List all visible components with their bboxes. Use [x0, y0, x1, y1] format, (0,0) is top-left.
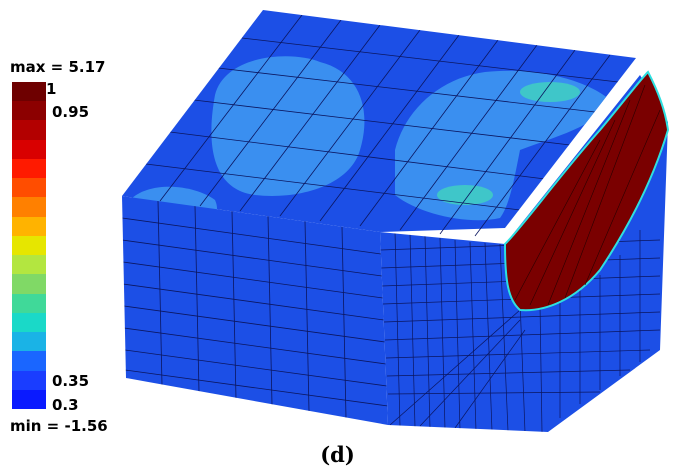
stress-zone-light-2 [395, 70, 610, 221]
colorbar-step [12, 389, 46, 409]
stress-peak-cyan [520, 82, 580, 102]
colorbar-step [12, 274, 46, 294]
colorbar-step [12, 216, 46, 236]
right-face [380, 70, 670, 432]
colorbar-step [12, 82, 46, 102]
colorbar-step [12, 178, 46, 198]
colorbar-step [12, 101, 46, 121]
colorbar-step [12, 235, 46, 256]
colorbar-step [12, 139, 46, 159]
colorbar-step [12, 332, 46, 352]
colorbar-step [12, 158, 46, 179]
legend-tick-0.3: 0.3 [52, 396, 79, 414]
figure-caption: (d) [320, 442, 355, 467]
cut-region-mesh [514, 84, 661, 306]
legend-min-label: min = -1.56 [10, 417, 108, 435]
legend-tick-1: 1 [46, 80, 57, 98]
top-face [122, 10, 636, 237]
top-mesh-lines [145, 14, 619, 237]
left-mesh-lines [122, 200, 388, 419]
colorbar-step [12, 120, 46, 140]
colorbar-step [12, 351, 46, 371]
legend-tick-0.95: 0.95 [52, 103, 90, 121]
stress-peak-cyan-2 [437, 185, 493, 205]
colorbar-step [12, 293, 46, 313]
legend-tick-0.35: 0.35 [52, 372, 90, 390]
colorbar-step [12, 370, 46, 390]
colorbar-step [12, 312, 46, 333]
colorbar-step [12, 197, 46, 217]
left-face [122, 196, 388, 425]
colorbar [12, 82, 46, 409]
left-face-base [122, 196, 388, 425]
legend-max-label: max = 5.17 [10, 58, 106, 76]
stress-zone-light [211, 56, 365, 196]
colorbar-step [12, 255, 46, 275]
